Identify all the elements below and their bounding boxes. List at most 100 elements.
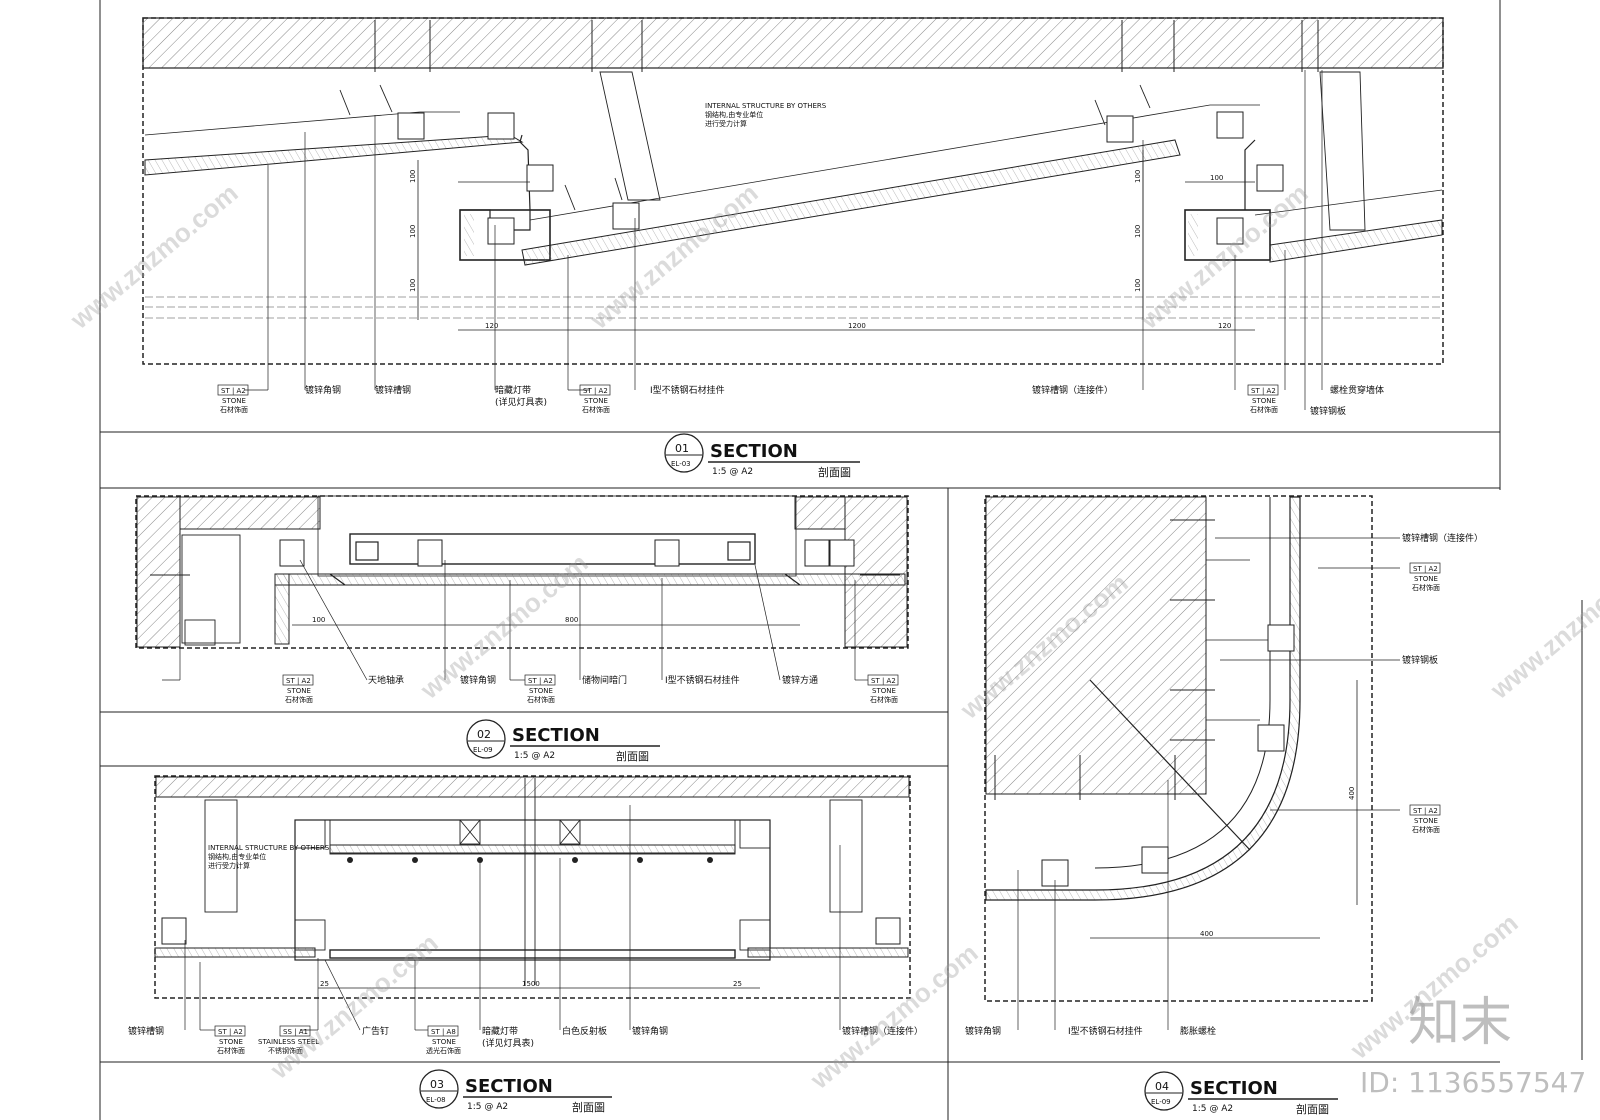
label: I型不锈钢石材挂件 [650,384,725,396]
sheet-frame [99,0,1583,1120]
label: 白色反射板 [562,1025,607,1037]
finish-tag-sub: STONE [432,1038,456,1046]
section-ref: EL-08 [426,1096,446,1104]
section-scale: 1:5 @ A2 [1192,1104,1233,1114]
finish-tag: ST | A2 [286,677,311,685]
dim: 25 [320,980,329,988]
finish-tag-cn: 石材饰面 [1412,583,1440,592]
finish-tag-sub: STAINLESS STEEL [258,1038,319,1046]
finish-tag-cn: 石材饰面 [285,695,313,704]
dim: 100 [409,225,417,238]
dim: 400 [1200,930,1213,938]
watermark-text: www.znzmo.com [1484,548,1600,706]
finish-tag-sub: STONE [1414,817,1438,825]
dim: 120 [1218,322,1231,330]
section-cn-title: 剖面圖 [572,1100,605,1114]
image-id: ID: 1136557547 [1360,1066,1586,1099]
watermarks: www.znzmo.com www.znzmo.com www.znzmo.co… [64,178,1600,1099]
section-cn-title: 剖面圖 [616,749,649,763]
section-title: SECTION [465,1076,553,1097]
finish-tag-sub: STONE [219,1038,243,1046]
finish-tag-cn: 石材饰面 [1412,825,1440,834]
label: 镀锌槽钢 [128,1025,164,1037]
finish-tag-cn: 石材饰面 [220,405,248,414]
section-scale: 1:5 @ A2 [712,467,753,477]
section-04-annotations: 400 400 镀锌槽钢（连接件） ST | A2 STONE 石材饰面 镀锌钢… [965,532,1483,1037]
finish-tag-sub: STONE [529,687,553,695]
section-03-title: 03 EL-08 SECTION 1:5 @ A2 剖面圖 [419,1069,612,1114]
section-scale: 1:5 @ A2 [467,1102,508,1112]
section-scale: 1:5 @ A2 [514,751,555,761]
label-sub: (详见灯具表) [495,396,547,408]
finish-tag-sub: STONE [287,687,311,695]
section-02-annotations: 100 800 ST | A2 STONE 石材饰面 天地轴承 镀锌角钢 ST … [282,616,899,704]
dim: 120 [485,322,498,330]
finish-tag-cn: 石材饰面 [582,405,610,414]
label: 镀锌槽钢（连接件） [1032,384,1113,396]
section-cn-title: 剖面圖 [818,465,851,479]
section-number: 03 [430,1078,444,1091]
label-sub: (详见灯具表) [482,1037,534,1049]
section-number: 04 [1155,1080,1169,1093]
finish-tag: ST | A2 [1413,807,1438,815]
dim: 1500 [522,980,540,988]
dim: 800 [565,616,578,624]
finish-tag-cn: 石材饰面 [1250,405,1278,414]
section-ref: EL-09 [473,746,493,754]
label: 镀锌角钢 [305,384,341,396]
section-number: 01 [675,442,689,455]
label: 镀锌方通 [782,674,818,686]
section-04-drawing [984,495,1400,1030]
label: I型不锈钢石材挂件 [1068,1025,1143,1037]
finish-tag-sub: STONE [1252,397,1276,405]
label: 螺栓贯穿墙体 [1330,384,1384,396]
dim: 100 [409,170,417,183]
finish-tag-sub: STONE [584,397,608,405]
label: 镀锌槽钢 [375,384,411,396]
section-title: SECTION [512,725,600,746]
finish-tag-sub: STONE [872,687,896,695]
label: 镀锌角钢 [965,1025,1001,1037]
brand-logo: 知末 [1408,993,1512,1053]
section-ref: EL-03 [671,460,691,468]
label: 镀锌槽钢（连接件） [1402,532,1483,544]
finish-tag: ST | A2 [583,387,608,395]
finish-tag: ST | A2 [871,677,896,685]
label: 天地轴承 [368,674,404,686]
label: I型不锈钢石材挂件 [665,674,740,686]
dim: 100 [409,279,417,292]
dim: 1200 [848,322,866,330]
section-number: 02 [477,728,491,741]
label: 暗藏灯带 [495,384,531,396]
finish-tag: SS | A1 [283,1028,308,1036]
section-01-title: 01 EL-03 SECTION 1:5 @ A2 剖面圖 [664,433,860,479]
label: 广告钉 [362,1025,389,1037]
finish-tag: ST | A2 [221,387,246,395]
section-cn-title: 剖面圖 [1296,1102,1329,1116]
watermark-text: www.znzmo.com [414,548,594,706]
section-03-drawing [154,775,911,1031]
section-04-title: 04 EL-09 SECTION 1:5 @ A2 剖面圖 [1144,1071,1338,1116]
section-title: SECTION [710,441,798,462]
finish-tag: ST | A2 [1413,565,1438,573]
finish-tag: ST | A2 [528,677,553,685]
dim: 100 [1210,174,1223,182]
label: 镀锌钢板 [1310,405,1346,417]
watermark-text: www.znzmo.com [584,178,764,336]
dim: 100 [1134,225,1142,238]
label: 镀锌钢板 [1402,654,1438,666]
finish-tag-sub: STONE [1414,575,1438,583]
finish-tag: ST | A8 [431,1028,456,1036]
dim: 100 [312,616,325,624]
finish-tag-cn: 透光石饰面 [426,1046,461,1055]
section-ref: EL-09 [1151,1098,1171,1106]
finish-tag: ST | A2 [1251,387,1276,395]
label: 镀锌角钢 [632,1025,668,1037]
watermark-text: www.znzmo.com [64,178,244,336]
watermark-text: www.znzmo.com [804,938,984,1096]
